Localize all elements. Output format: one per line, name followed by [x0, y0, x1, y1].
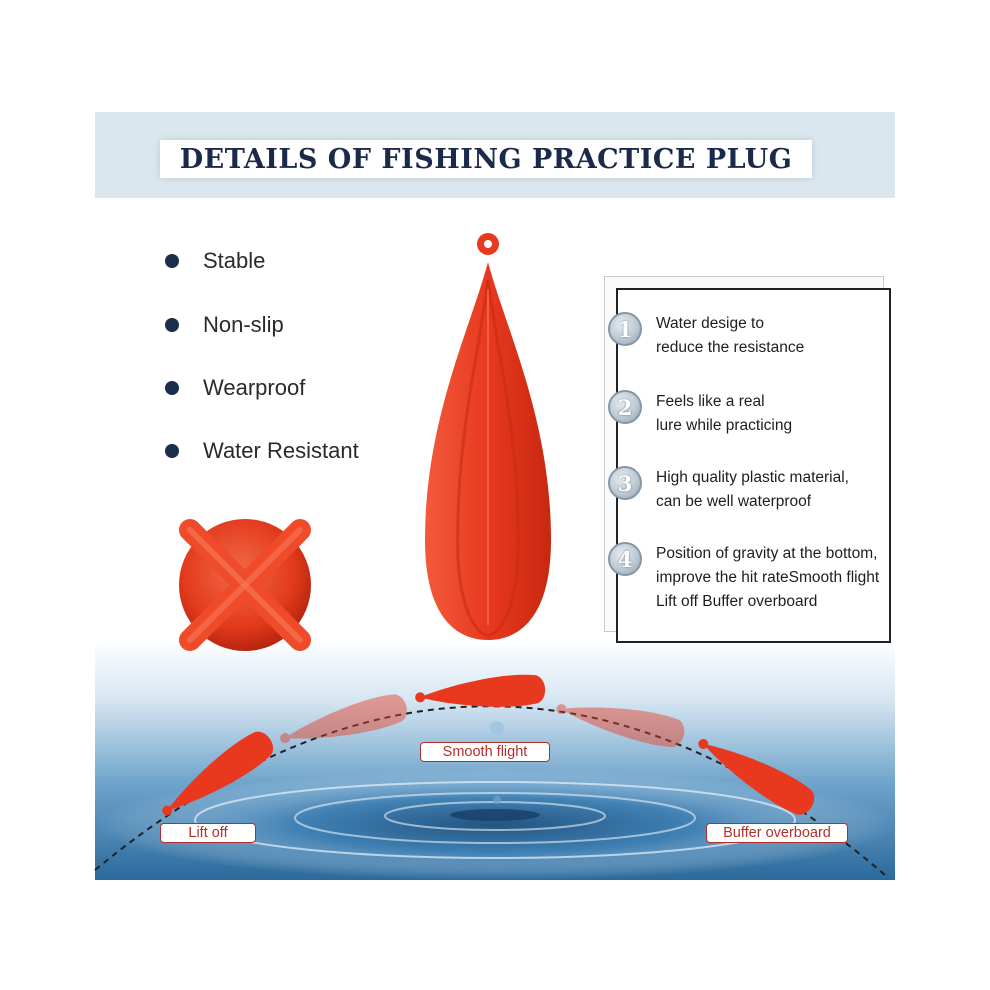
detail-line: Feels like a real: [656, 393, 765, 410]
detail-item: 4 Position of gravity at the bottom, imp…: [608, 542, 879, 614]
feature-item: Wearproof: [165, 375, 305, 401]
feature-label: Wearproof: [203, 375, 306, 400]
detail-text: Water desige to reduce the resistance: [656, 312, 804, 360]
title-banner: DETAILS OF FISHING PRACTICE PLUG: [160, 140, 812, 178]
feature-label: Water Resistant: [203, 438, 359, 463]
bullet-icon: [165, 254, 179, 268]
flight-plug-liftoff: [162, 731, 273, 816]
detail-line: Water desige to: [656, 315, 764, 332]
feature-label: Stable: [203, 248, 266, 273]
feature-item: Stable: [165, 248, 265, 274]
detail-line: lure while practicing: [656, 417, 793, 434]
number-badge: 3: [608, 466, 642, 500]
feature-label: Non-slip: [203, 312, 284, 337]
detail-text: High quality plastic material, can be we…: [656, 466, 849, 514]
lift-off-label: Lift off: [160, 823, 256, 843]
flight-plug-descending: [556, 704, 685, 748]
detail-text: Position of gravity at the bottom, impro…: [656, 542, 879, 614]
bullet-icon: [165, 444, 179, 458]
bullet-icon: [165, 318, 179, 332]
page-title: DETAILS OF FISHING PRACTICE PLUG: [179, 143, 793, 175]
detail-item: 3 High quality plastic material, can be …: [608, 466, 849, 514]
flight-plug-top: [415, 674, 546, 707]
ball-plug: [179, 519, 311, 651]
detail-line: Position of gravity at the bottom,: [656, 545, 878, 562]
flight-plug-landing: [698, 739, 815, 815]
number-badge: 1: [608, 312, 642, 346]
number-badge: 4: [608, 542, 642, 576]
large-plug: [425, 233, 551, 640]
detail-item: 1 Water desige to reduce the resistance: [608, 312, 804, 360]
detail-line: High quality plastic material,: [656, 469, 849, 486]
feature-item: Water Resistant: [165, 438, 359, 464]
flight-plug-rising: [280, 694, 407, 744]
detail-line: can be well waterproof: [656, 493, 812, 510]
bullet-icon: [165, 381, 179, 395]
feature-item: Non-slip: [165, 312, 284, 338]
detail-line: reduce the resistance: [656, 339, 805, 356]
detail-item: 2 Feels like a real lure while practicin…: [608, 390, 792, 438]
buffer-overboard-label: Buffer overboard: [706, 823, 848, 843]
detail-card: 1 Water desige to reduce the resistance …: [608, 288, 891, 643]
detail-text: Feels like a real lure while practicing: [656, 390, 792, 438]
smooth-flight-label: Smooth flight: [420, 742, 550, 762]
detail-line: Lift off Buffer overboard: [656, 593, 818, 610]
detail-line: improve the hit rateSmooth flight: [656, 569, 880, 586]
number-badge: 2: [608, 390, 642, 424]
